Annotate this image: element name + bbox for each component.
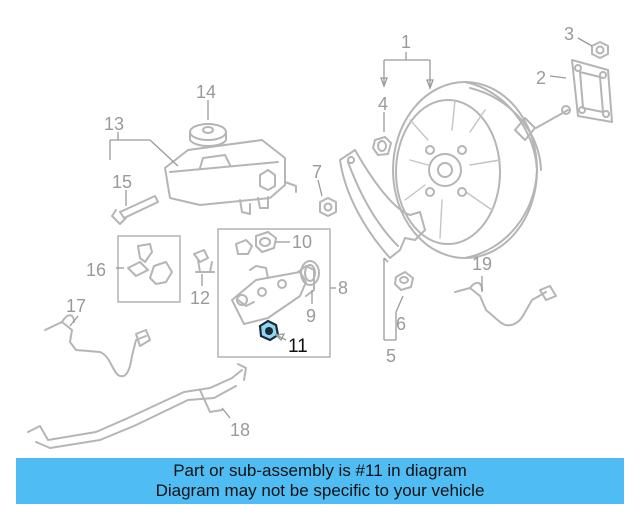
callout-3: 3 (564, 24, 574, 44)
reservoir-pin (111, 195, 159, 225)
callout-17: 17 (66, 296, 86, 316)
grommet-4 (372, 136, 392, 156)
pressure-sensor (193, 249, 215, 273)
parts-diagram: 1 2 3 4 5 6 7 8 9 10 11 12 13 14 15 16 1… (27, 24, 613, 449)
reservoir-cap (189, 123, 227, 147)
nut-3 (591, 41, 609, 59)
grommet-6 (394, 271, 414, 291)
callout-6: 6 (396, 314, 406, 334)
callout-13: 13 (104, 114, 124, 134)
highlighted-part-11[interactable] (258, 319, 280, 342)
info-banner: Part or sub-assembly is #11 in diagram D… (16, 458, 624, 504)
fluid-reservoir (164, 139, 297, 215)
callout-18: 18 (230, 420, 250, 440)
banner-line-2: Diagram may not be specific to your vehi… (155, 481, 485, 500)
callout-4: 4 (378, 94, 388, 114)
sensor-harness-17 (44, 314, 151, 378)
callout-10: 10 (292, 232, 312, 252)
callout-15: 15 (112, 172, 132, 192)
master-cylinder-group (217, 228, 331, 358)
callout-labels: 1 2 3 4 5 6 7 8 9 10 11 12 13 14 15 16 1… (66, 24, 574, 440)
gasket-plate (571, 59, 613, 123)
callout-16: 16 (86, 260, 106, 280)
callout-8: 8 (338, 278, 348, 298)
nut-7 (319, 197, 337, 217)
callout-1: 1 (401, 32, 411, 52)
callout-12: 12 (190, 288, 210, 308)
banner-line-1: Part or sub-assembly is #11 in diagram (173, 461, 467, 480)
leader-lines (69, 37, 593, 419)
callout-5: 5 (386, 346, 396, 366)
callout-11[interactable]: 11 (288, 336, 308, 357)
callout-7: 7 (312, 162, 322, 182)
sensor-harness-19 (454, 282, 557, 327)
heat-shield (339, 149, 426, 259)
callout-19: 19 (472, 254, 492, 274)
callout-14: 14 (196, 82, 216, 102)
sensor-kit (117, 235, 181, 303)
brake-booster (392, 81, 571, 259)
callout-2: 2 (536, 68, 546, 88)
brake-line-18 (27, 363, 247, 449)
callout-9: 9 (306, 306, 316, 326)
